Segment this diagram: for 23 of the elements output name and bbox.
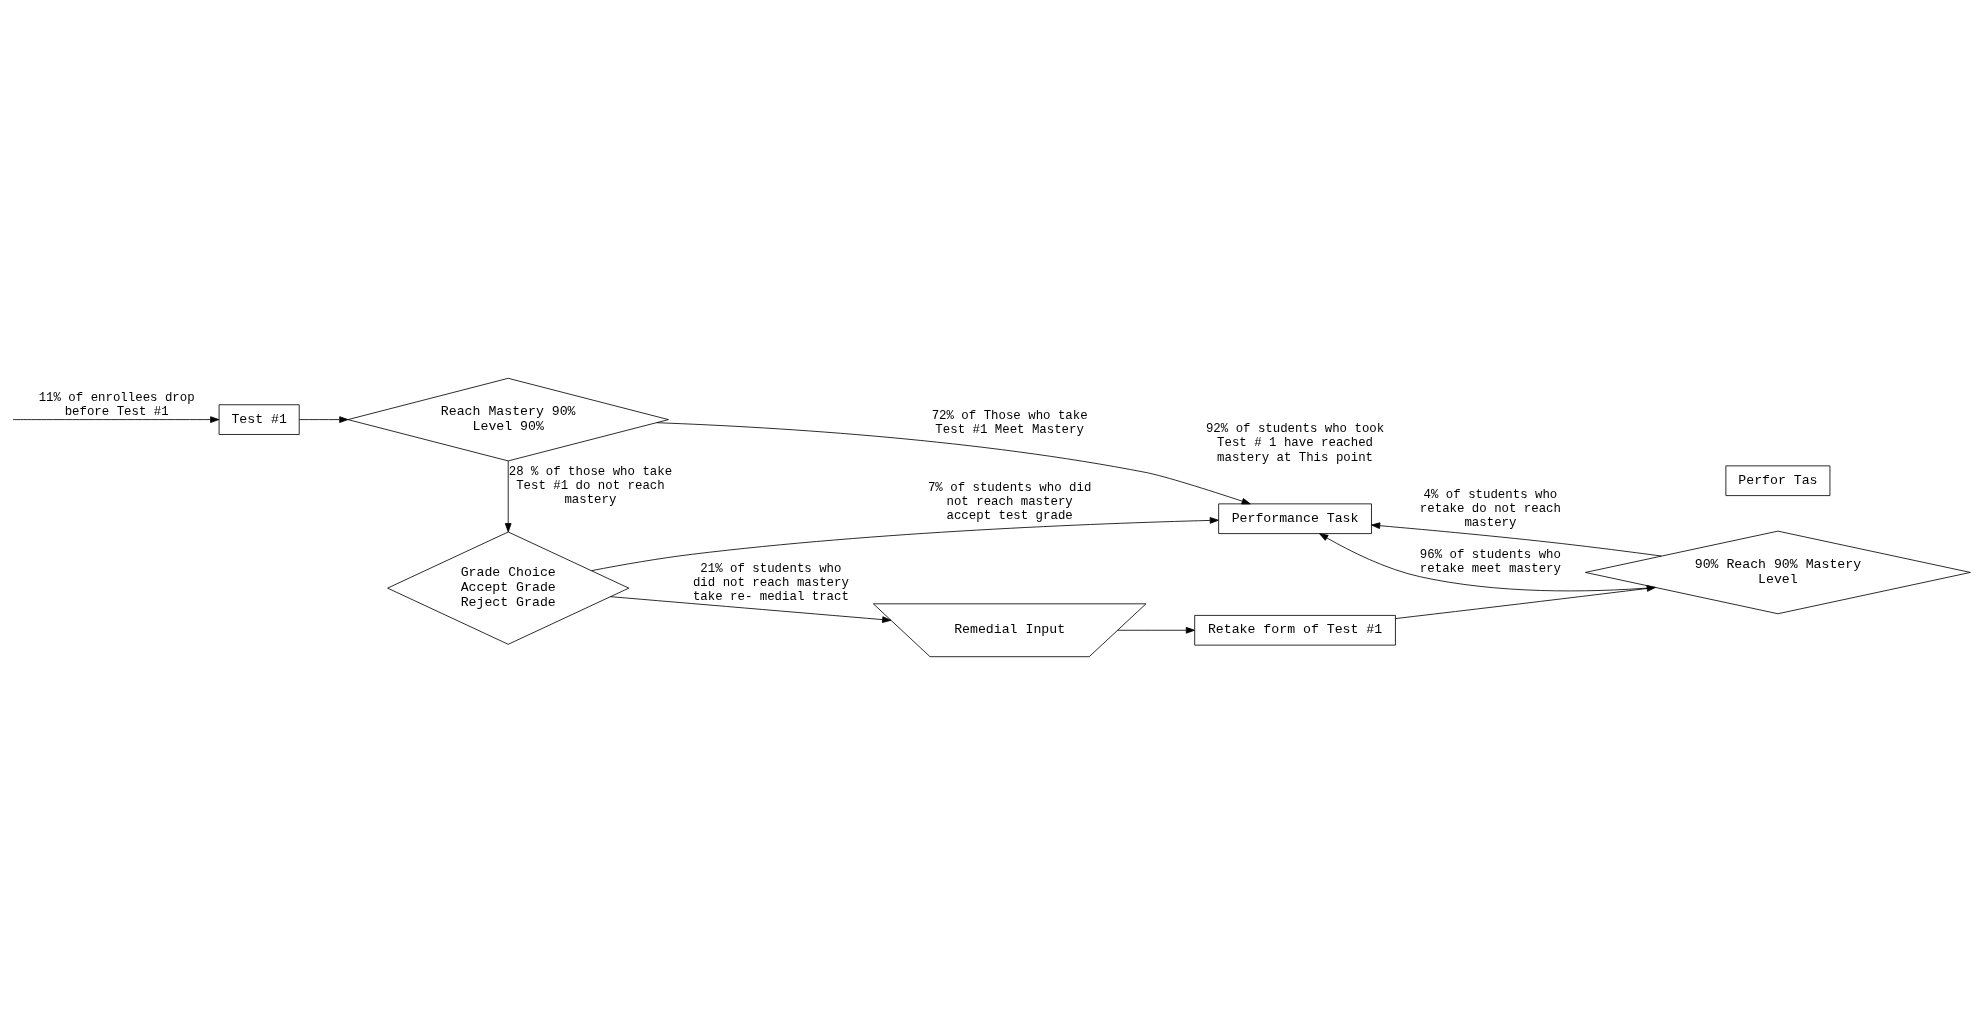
arrow <box>591 517 1219 572</box>
arrow <box>299 416 349 423</box>
edge-label: 11% of enrollees drop before Test #1 <box>38 391 195 420</box>
node-box: Retake form of Test #1 <box>1194 614 1396 646</box>
edge-label: 72% of Those who take Test #1 Meet Mastery <box>931 408 1088 437</box>
node-box: Perfor Tas <box>1725 465 1831 497</box>
node-box: Performance Task <box>1218 503 1372 535</box>
arrow <box>13 416 220 423</box>
arrow <box>1371 522 1662 557</box>
node-box: Test #1 <box>218 404 300 435</box>
edge-label: 4% of students who retake do not reach mastery <box>1419 488 1561 531</box>
arrow <box>656 422 1251 505</box>
label: 92% of students who took Test # 1 have reached mastery at This point <box>1205 422 1385 465</box>
node-diamond: Grade Choice Accept Grade Reject Grade <box>387 531 630 645</box>
edge-label: 7% of students who did not reach mastery accept test grade <box>927 480 1092 523</box>
edge-label: 28 % of those who take Test #1 do not reach mastery <box>508 465 673 508</box>
arrow <box>504 460 512 533</box>
node-diamond: Reach Mastery 90% Level 90% <box>347 377 669 462</box>
edge-label: 96% of students who retake meet mastery <box>1419 548 1561 577</box>
arrow <box>1117 626 1195 634</box>
node-diamond: 90% Reach 90% Mastery Level <box>1585 530 1971 615</box>
arrow <box>610 596 892 623</box>
edge-label: 21% of students who did not reach mastery take re- medial tract <box>692 561 849 604</box>
